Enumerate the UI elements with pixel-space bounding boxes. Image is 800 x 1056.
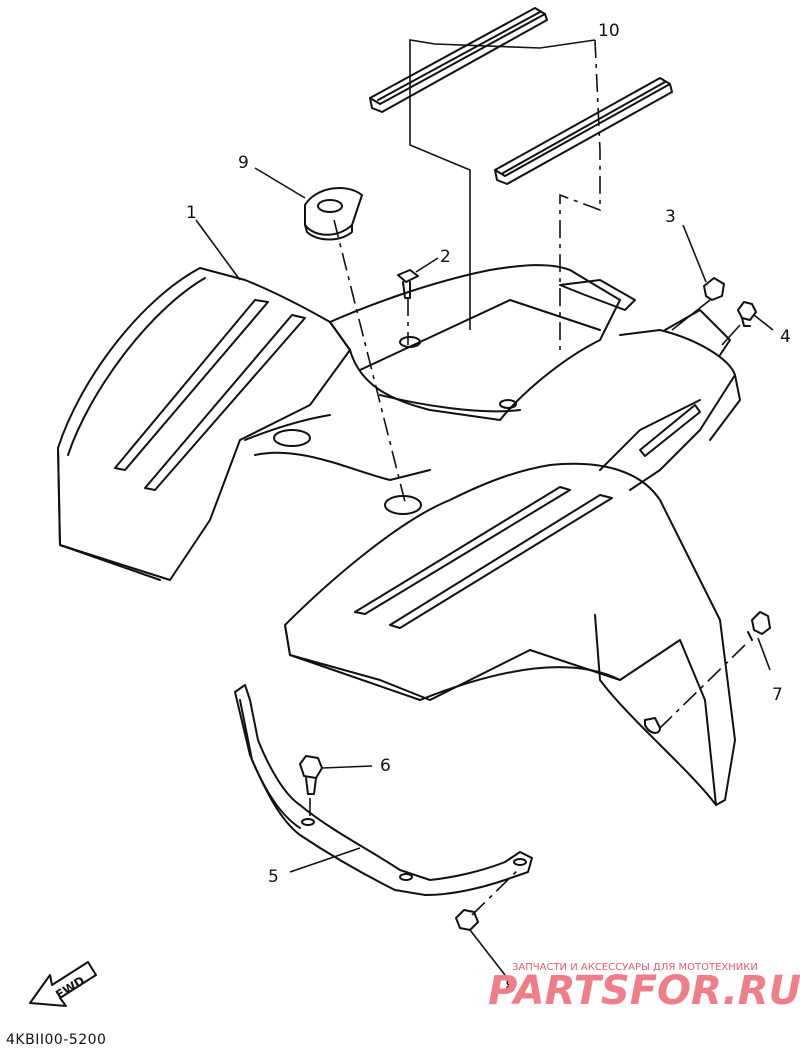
callout-6: 6: [380, 756, 391, 776]
leader-4: [753, 314, 774, 331]
callout-5: 5: [268, 867, 279, 887]
leader-7-dash: [659, 644, 746, 729]
leader-6: [321, 765, 373, 769]
callout-8: 8: [505, 977, 516, 997]
fuel-cap-cover: [304, 187, 363, 241]
rear-fender: [57, 264, 741, 806]
leader-10-a: [409, 39, 596, 330]
trim-strip-upper: [369, 7, 548, 113]
watermark-tagline: ЗАПЧАСТИ И АКСЕССУАРЫ ДЛЯ МОТОТЕХНИКИ: [512, 962, 758, 973]
leader-9: [254, 167, 306, 199]
bolt-4: [737, 301, 757, 327]
leader-8-dash: [471, 867, 521, 916]
leader-3: [682, 224, 707, 283]
callout-3: 3: [665, 207, 676, 227]
leader-8: [469, 929, 506, 976]
callout-10: 10: [598, 21, 620, 41]
callout-9: 9: [238, 153, 249, 173]
leader-10-b: [559, 39, 601, 350]
callout-2: 2: [440, 247, 451, 267]
leader-3-dash: [671, 299, 711, 331]
watermark-brand: PARTSFOR.RU: [488, 968, 800, 1014]
leader-5: [289, 847, 361, 873]
leader-1: [195, 219, 241, 281]
leader-7: [757, 637, 771, 671]
forward-arrow-icon: FWD: [29, 961, 97, 1007]
trim-strip-lower: [494, 77, 673, 185]
bolt-6: [299, 755, 323, 795]
bracket-5: [234, 684, 533, 896]
callout-7: 7: [772, 685, 783, 705]
leader-9-dash: [333, 219, 406, 503]
callout-4: 4: [780, 327, 791, 347]
leader-2: [415, 257, 439, 273]
diagram-code: 4KBII00-5200: [6, 1032, 106, 1048]
bolt-7: [747, 611, 771, 641]
leader-4-dash: [721, 324, 741, 346]
callout-1: 1: [186, 203, 197, 223]
clip-3: [703, 277, 725, 301]
